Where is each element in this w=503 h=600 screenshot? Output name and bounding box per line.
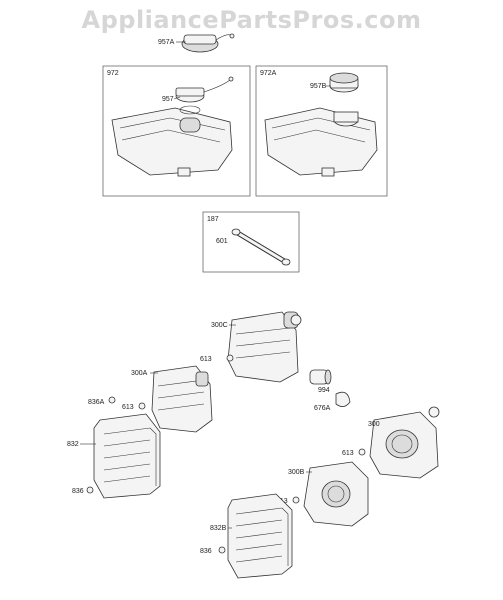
callout-613-a: 613	[200, 356, 212, 363]
screw-613-c[interactable]	[358, 448, 366, 456]
screw-836A[interactable]	[108, 396, 116, 404]
fuel-tank-972[interactable]	[111, 107, 233, 177]
muffler-300C[interactable]	[227, 311, 302, 383]
screw-836-a[interactable]	[86, 486, 94, 494]
muffler-guard-832[interactable]	[93, 413, 161, 499]
callout-957B: 957B	[310, 83, 327, 90]
fuel-cap-957B[interactable]	[329, 72, 359, 93]
screw-613-d[interactable]	[292, 496, 300, 504]
screw-836-b[interactable]	[218, 546, 226, 554]
group-label-972A: 972A	[260, 70, 277, 77]
callout-676A: 676A	[314, 405, 331, 412]
muffler-guard-832B[interactable]	[227, 493, 293, 579]
clamp-676A[interactable]	[335, 391, 351, 407]
callout-601: 601	[216, 238, 228, 245]
callout-613-b: 613	[122, 404, 134, 411]
callout-957: 957	[162, 96, 174, 103]
callout-836A: 836A	[88, 399, 105, 406]
group-box-972	[102, 65, 251, 197]
group-box-187	[202, 211, 300, 273]
callout-613-c: 613	[342, 450, 354, 457]
screw-613-b[interactable]	[138, 402, 146, 410]
callout-832B: 832B	[210, 525, 227, 532]
callout-836-b: 836	[200, 548, 212, 555]
watermark-text: AppliancePartsPros.com	[81, 6, 422, 34]
callout-300: 300	[368, 421, 380, 428]
callout-300B: 300B	[288, 469, 305, 476]
muffler-300[interactable]	[369, 406, 440, 479]
callout-832: 832	[67, 441, 79, 448]
group-label-972: 972	[107, 70, 119, 77]
fuel-cap-957A[interactable]	[181, 33, 235, 53]
fuel-line-601[interactable]	[231, 228, 291, 266]
fuel-tank-972A[interactable]	[264, 107, 378, 177]
callout-994: 994	[318, 387, 330, 394]
callout-300C: 300C	[211, 322, 228, 329]
fuel-cap-957[interactable]	[175, 76, 234, 115]
spark-arrester-994[interactable]	[309, 369, 332, 385]
muffler-300A[interactable]	[151, 365, 213, 433]
muffler-300B[interactable]	[303, 461, 369, 527]
screw-613-a[interactable]	[226, 354, 234, 362]
group-label-187: 187	[207, 216, 219, 223]
callout-300A: 300A	[131, 370, 148, 377]
callout-957A: 957A	[158, 39, 175, 46]
group-box-972A	[255, 65, 388, 197]
callout-836-a: 836	[72, 488, 84, 495]
